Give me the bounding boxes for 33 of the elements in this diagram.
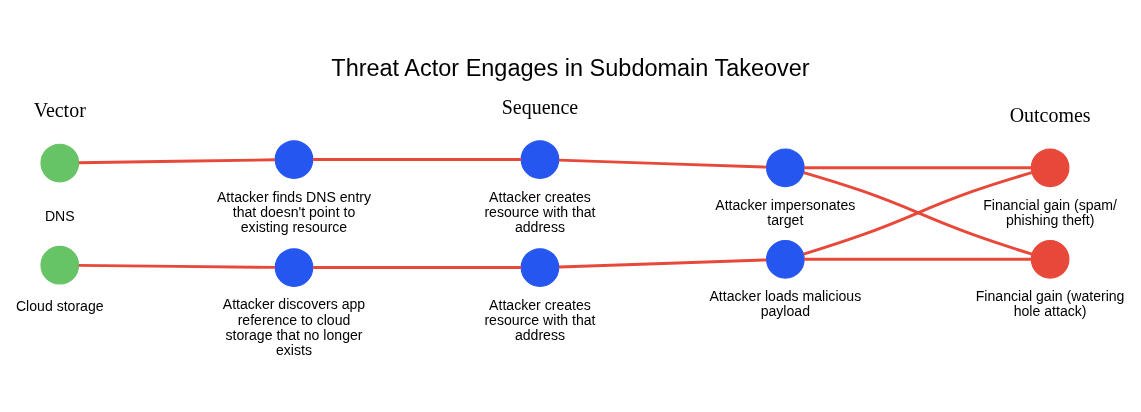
node-circle (274, 247, 314, 287)
connector (313, 157, 522, 161)
node-circle (40, 143, 80, 182)
node-label: Attacker discovers app reference to cloud storage that no longer exists (222, 295, 366, 358)
node-label: Attacker creates resource with that address (484, 188, 596, 235)
node-label: Financial gain (watering hole attack) (975, 287, 1125, 319)
connector (78, 263, 275, 269)
node-label: Attacker loads malicious payload (709, 287, 862, 319)
node-circle (1030, 239, 1070, 279)
node-circle (766, 239, 805, 279)
node-circle (40, 245, 80, 285)
connector (313, 265, 522, 269)
node-label: Cloud storage (15, 297, 104, 314)
connector (804, 257, 1032, 261)
node-label: DNS (44, 207, 75, 224)
node-circle (766, 147, 805, 187)
label: Vector (33, 98, 86, 121)
label: Outcomes (1009, 103, 1091, 126)
connector (558, 158, 767, 169)
node-label: Attacker finds DNS entry that doesn't point to existing resource (216, 188, 372, 235)
node-circle (520, 247, 560, 287)
label: Sequence (501, 95, 579, 118)
diagram-title: Threat Actor Engages in Subdomain Takeover (331, 54, 810, 81)
connector (78, 157, 275, 164)
connector (804, 165, 1032, 169)
node-circle (520, 139, 560, 179)
node-label: Attacker creates resource with that address (484, 296, 596, 343)
node-circle (274, 139, 314, 179)
node-circle (1030, 147, 1070, 187)
connector (803, 170, 1033, 256)
node-label: Financial gain (spam/ phishing theft) (983, 196, 1118, 228)
node-label: Attacker impersonates target (715, 196, 856, 228)
connector (558, 257, 767, 268)
